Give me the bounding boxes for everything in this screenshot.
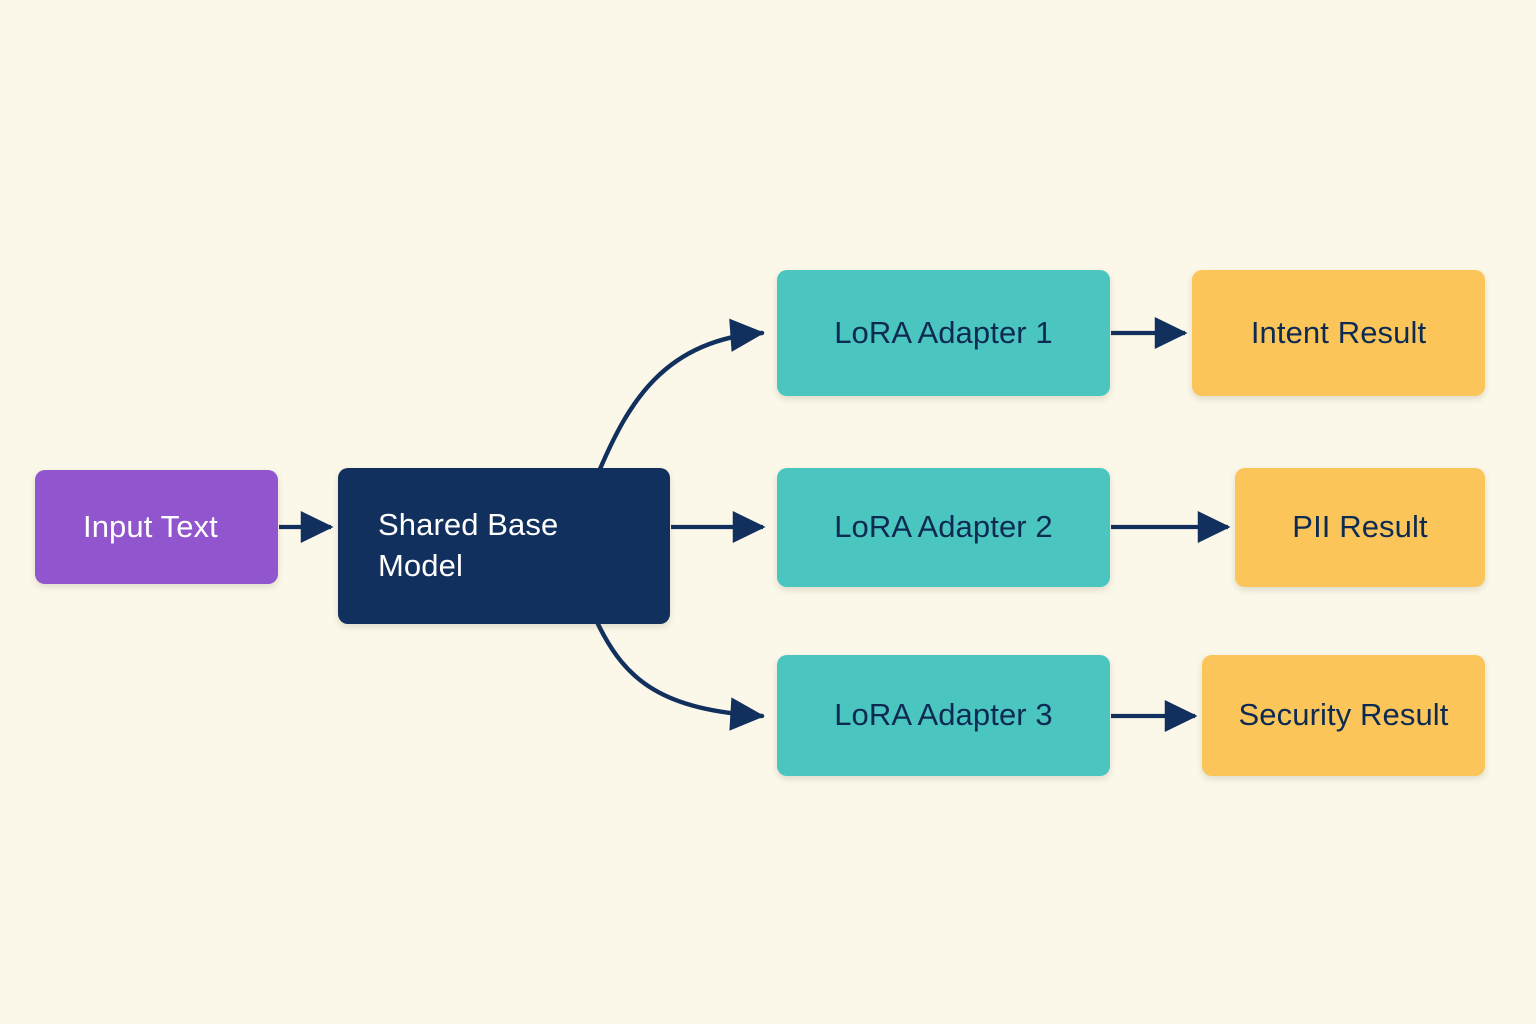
- edge-base-to-adapter-3: [595, 621, 765, 731]
- node-pii-result[interactable]: PII Result: [1235, 468, 1485, 587]
- node-lora-adapter-3[interactable]: LoRA Adapter 3: [777, 655, 1110, 776]
- node-input-text-label: Input Text: [83, 508, 218, 544]
- node-shared-base-model-label: Shared Base Model: [378, 507, 559, 583]
- node-security-result-label: Security Result: [1238, 697, 1449, 733]
- node-intent-result-label: Intent Result: [1250, 314, 1427, 350]
- node-shared-base-model[interactable]: Shared Base Model: [338, 468, 670, 624]
- node-lora-adapter-2-label: LoRA Adapter 2: [834, 509, 1053, 545]
- node-input-text[interactable]: Input Text: [35, 470, 278, 584]
- node-pii-result-label: PII Result: [1292, 509, 1428, 545]
- node-security-result[interactable]: Security Result: [1202, 655, 1485, 776]
- node-lora-adapter-2[interactable]: LoRA Adapter 2: [777, 468, 1110, 587]
- node-lora-adapter-1[interactable]: LoRA Adapter 1: [777, 270, 1110, 396]
- node-lora-adapter-3-label: LoRA Adapter 3: [834, 697, 1053, 733]
- edge-base-to-adapter-1: [597, 318, 765, 472]
- node-lora-adapter-1-label: LoRA Adapter 1: [834, 314, 1053, 350]
- node-intent-result[interactable]: Intent Result: [1192, 270, 1485, 396]
